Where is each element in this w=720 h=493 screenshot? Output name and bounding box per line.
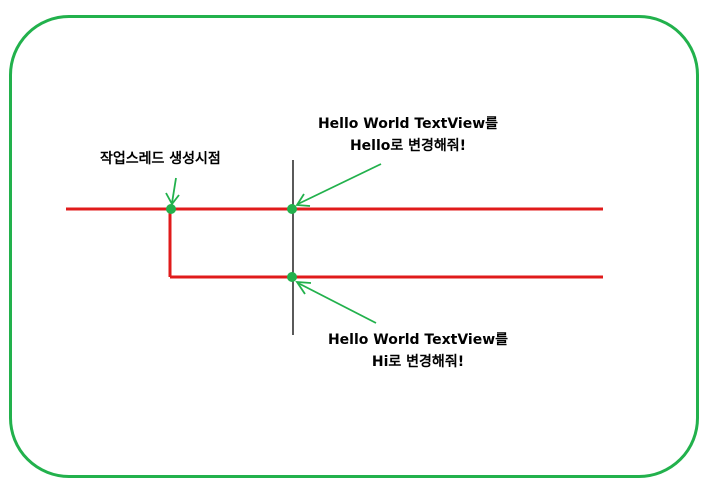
main-thread-update-marker: [287, 204, 297, 214]
hello-request-line2: Hello로 변경해줘!: [349, 138, 467, 154]
worker-thread-update-marker: [287, 272, 297, 282]
thread-creation-marker: [166, 204, 176, 214]
hi-request-label: Hello World TextView를 Hi로 변경해줘!: [321, 329, 515, 373]
thread-creation-text: 작업스레드 생성시점: [100, 151, 221, 167]
hi-request-line1: Hello World TextView를: [327, 332, 509, 348]
hello-request-label: Hello World TextView를 Hello로 변경해줘!: [311, 113, 505, 157]
thread-creation-arrow: [165, 177, 180, 206]
hello-request-arrow: [295, 163, 382, 207]
diagram-frame: [9, 15, 699, 478]
hello-request-line1: Hello World TextView를: [317, 116, 499, 132]
hi-request-line2: Hi로 변경해줘!: [371, 354, 465, 370]
hi-request-arrow: [295, 280, 377, 324]
thread-creation-label: 작업스레드 생성시점: [100, 148, 221, 170]
